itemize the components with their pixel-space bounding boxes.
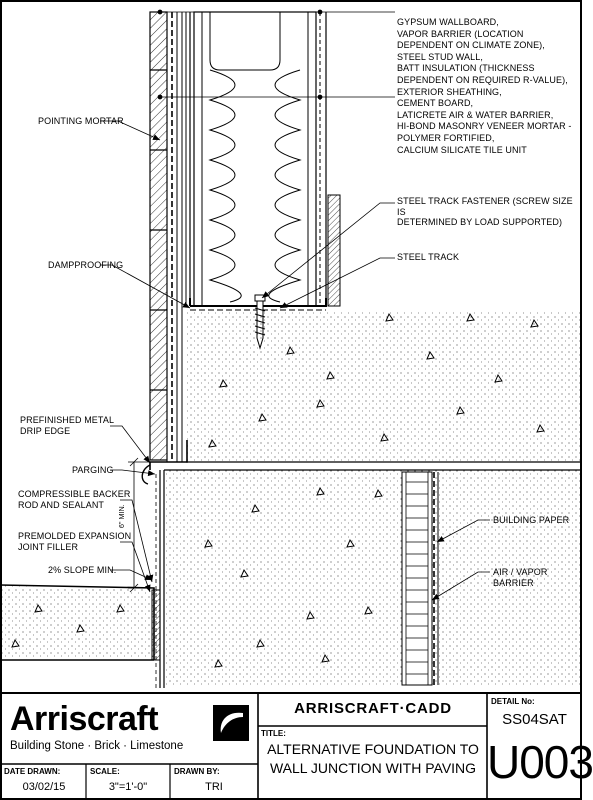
- scale-label: SCALE:: [90, 767, 120, 776]
- drawn-by-value: TRI: [205, 781, 223, 793]
- detail-number: U003: [487, 736, 593, 788]
- label-dimension: 6" MIN.: [119, 504, 126, 528]
- label-wall-layers: GYPSUM WALLBOARD, VAPOR BARRIER (LOCATIO…: [397, 17, 572, 155]
- detail-code: SS04SAT: [502, 711, 567, 728]
- detail-no-label: DETAIL No:: [491, 697, 535, 706]
- drawn-by-label: DRAWN BY:: [174, 767, 220, 776]
- label-backer-rod: COMPRESSIBLE BACKER ROD AND SEALANT: [18, 489, 131, 510]
- stud-wall: [193, 11, 341, 307]
- tile-units: [149, 11, 168, 461]
- title-label: TITLE:: [261, 729, 286, 738]
- label-track-fastener: STEEL TRACK FASTENER (SCREW SIZE IS DETE…: [397, 196, 573, 227]
- foundation-wall: [163, 469, 582, 688]
- label-expansion-filler: PREMOLDED EXPANSION JOINT FILLER: [18, 531, 132, 552]
- date-label: DATE DRAWN:: [4, 767, 61, 776]
- scale-value: 3"=1'-0": [108, 781, 148, 793]
- swoosh-square-icon: [213, 705, 249, 741]
- label-air-vapor-barrier: AIR / VAPOR BARRIER: [493, 567, 548, 588]
- drawing-title-line1: ALTERNATIVE FOUNDATION TO: [267, 741, 479, 757]
- title-block-grid: [0, 692, 582, 800]
- label-drip-edge: PREFINISHED METAL DRIP EDGE: [20, 415, 115, 436]
- label-steel-track: STEEL TRACK: [397, 252, 460, 262]
- paving-slab: [0, 584, 161, 661]
- label-slope: 2% SLOPE MIN.: [48, 565, 117, 575]
- dimension-line: [128, 457, 150, 593]
- label-building-paper: BUILDING PAPER: [493, 515, 570, 525]
- logo-name: Arriscraft: [10, 700, 159, 738]
- label-pointing-mortar: POINTING MORTAR: [38, 116, 124, 126]
- cadd-header: ARRISCRAFT·CADD: [294, 700, 452, 717]
- veneer-layers: [166, 12, 191, 462]
- label-parging: PARGING: [72, 465, 114, 475]
- drawing-title-line2: WALL JUNCTION WITH PAVING: [269, 760, 477, 776]
- leader-lines: [100, 9, 490, 601]
- logo-tagline: Building Stone · Brick · Limestone: [10, 740, 184, 752]
- date-value: 03/02/15: [22, 781, 66, 793]
- floor-slab: [186, 312, 582, 463]
- label-dampproofing: DAMPPROOFING: [48, 260, 124, 270]
